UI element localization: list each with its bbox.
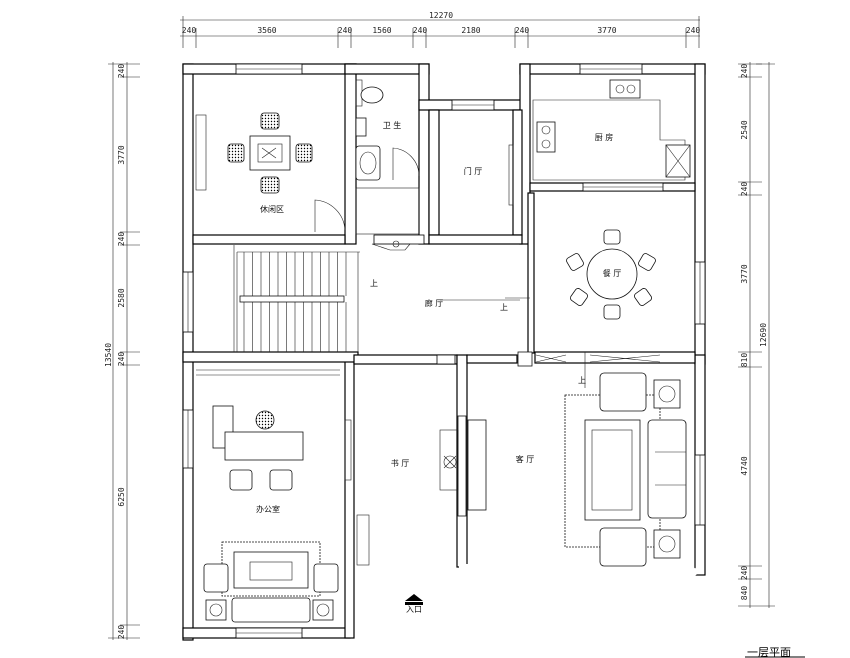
top-dimension-chain: 12270 240 3560 240 1560 240 2180 240 377… xyxy=(180,11,700,48)
dim-top-9: 240 xyxy=(686,26,701,35)
dim-top-7: 240 xyxy=(515,26,530,35)
dim-right-1: 240 xyxy=(740,64,749,79)
room-label-hall: 门 厅 xyxy=(464,166,483,176)
dim-left-4: 2580 xyxy=(117,288,126,307)
dim-top-total: 12270 xyxy=(429,11,453,20)
toilet xyxy=(360,86,384,104)
dim-top-1: 240 xyxy=(182,26,197,35)
dim-top-3: 240 xyxy=(338,26,353,35)
dim-top-8: 3770 xyxy=(597,26,616,35)
coffee-table xyxy=(584,419,641,521)
stove xyxy=(536,121,556,153)
dim-right-total: 12690 xyxy=(759,323,768,347)
room-label-living: 客 厅 xyxy=(516,454,535,464)
office-desk xyxy=(224,431,304,461)
dim-right-6: 4740 xyxy=(740,456,749,475)
stair-up-mark-1: 上 xyxy=(370,279,378,288)
study-cabinet xyxy=(467,419,487,511)
dim-left-6: 6250 xyxy=(117,487,126,506)
kitchen: 厨 房 xyxy=(532,79,691,181)
living-room: 客 厅 xyxy=(516,372,687,567)
dim-right-2: 2540 xyxy=(740,120,749,139)
dim-right-7: 240 xyxy=(740,566,749,581)
game-table xyxy=(249,135,291,171)
dim-left-5: 240 xyxy=(117,352,126,367)
room-label-office: 办公室 xyxy=(256,504,280,514)
room-label-corridor: 廊 厅 xyxy=(425,298,444,308)
dim-right-3: 240 xyxy=(740,182,749,197)
dim-right-8: 840 xyxy=(740,586,749,601)
sink xyxy=(609,79,641,99)
hall: 门 厅 xyxy=(464,144,514,206)
dim-left-7: 240 xyxy=(117,625,126,640)
staircase: 上 xyxy=(233,245,378,352)
entrance-label: 入口 xyxy=(406,605,422,614)
study: 书 厅 xyxy=(344,415,487,566)
room-label-study: 书 厅 xyxy=(391,458,410,468)
room-label-dining: 餐 厅 xyxy=(603,269,622,278)
dim-top-6: 2180 xyxy=(461,26,480,35)
entrance-marker: 入口 xyxy=(405,594,423,614)
stair-up-mark-2: 上 xyxy=(500,303,508,312)
dim-top-4: 1560 xyxy=(372,26,391,35)
office: 办公室 xyxy=(196,369,340,623)
entertainment-room: 休闲区 xyxy=(195,112,346,232)
office-chair xyxy=(255,410,275,430)
armchair-bottom xyxy=(599,527,647,567)
living-sofa xyxy=(647,419,687,519)
corridor: 廊 厅 上 上 xyxy=(371,240,661,388)
dining-table xyxy=(586,248,638,300)
dim-right-4: 3770 xyxy=(740,264,749,283)
dim-left-1: 240 xyxy=(117,64,126,79)
dim-top-5: 240 xyxy=(413,26,428,35)
dim-right-5: 810 xyxy=(740,353,749,368)
drawing-title: 一层平面 xyxy=(745,646,805,658)
room-label-kitchen: 厨 房 xyxy=(595,132,614,142)
left-dimension-chain: 13540 240 3770 240 2580 240 6250 240 xyxy=(104,62,140,640)
dim-left-2: 3770 xyxy=(117,145,126,164)
dining-room: 餐 厅 xyxy=(566,229,656,320)
bathroom: 卫 生 xyxy=(355,79,420,235)
stair-up-mark-3: 上 xyxy=(578,376,586,385)
dim-top-2: 3560 xyxy=(257,26,276,35)
dim-left-total: 13540 xyxy=(104,343,113,367)
washbasin xyxy=(355,145,381,181)
armchair-top xyxy=(599,372,647,412)
office-sofa xyxy=(231,597,311,623)
room-label-entertainment: 休闲区 xyxy=(260,204,284,214)
windows xyxy=(182,63,706,639)
room-label-bathroom: 卫 生 xyxy=(383,120,402,130)
dim-left-3: 240 xyxy=(117,232,126,247)
right-dimension-chain: 12690 240 2540 240 3770 810 4740 240 840 xyxy=(738,62,775,608)
plan-title: 一层平面 xyxy=(747,646,791,658)
